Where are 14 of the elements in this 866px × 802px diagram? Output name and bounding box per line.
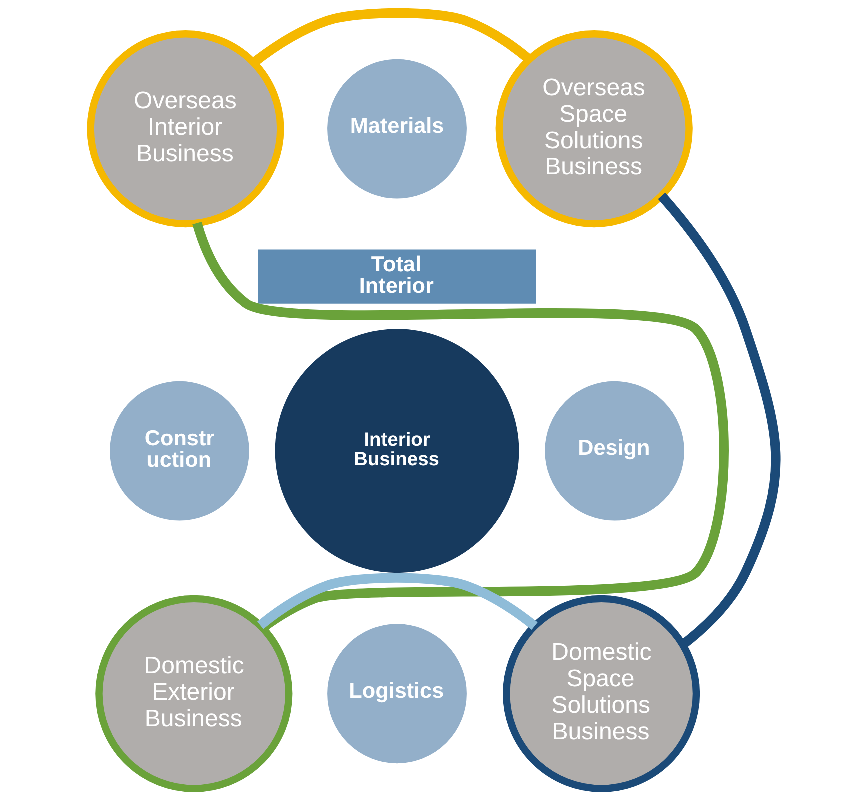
node-circle: Design — [544, 381, 684, 521]
node-circle: Constr uction — [110, 381, 249, 521]
node-circle: Interior Business — [274, 329, 519, 574]
node-circle: Logistics — [327, 624, 466, 764]
connector — [257, 573, 538, 630]
node-circle: Domestic Space Solutions Business — [502, 595, 700, 792]
connector — [658, 192, 780, 649]
node-circle: Materials — [327, 59, 466, 199]
node-circle: Overseas Space Solutions Business — [495, 30, 692, 228]
connector — [250, 8, 532, 67]
node-circle: Domestic Exterior Business — [95, 595, 292, 792]
node-box: Total Interior — [258, 250, 536, 304]
node-circle: Overseas Interior Business — [86, 30, 284, 228]
connector — [192, 222, 728, 632]
